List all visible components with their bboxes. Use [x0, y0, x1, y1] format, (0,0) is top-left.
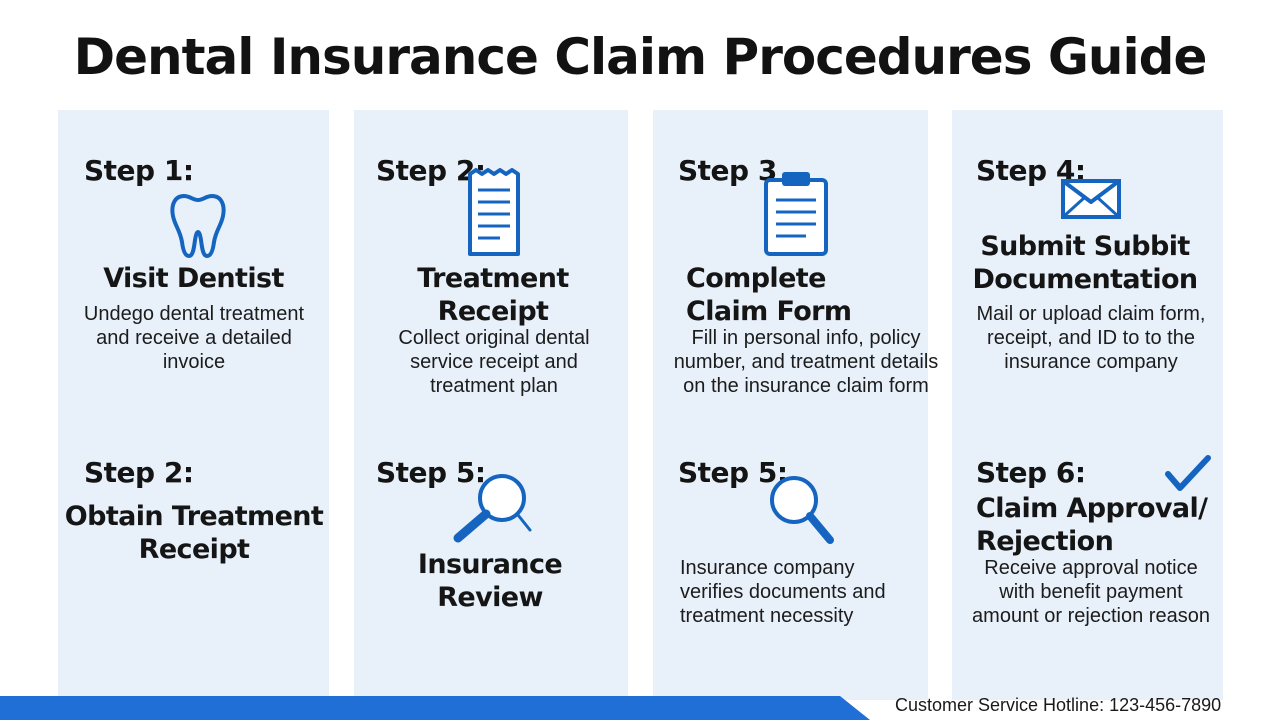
step-description: Insurance company verifies documents and…	[680, 557, 886, 627]
step-description: Receive approval notice with benefit pay…	[972, 557, 1210, 627]
footer-bar	[0, 696, 870, 720]
step-title: Visit Dentist	[103, 263, 284, 294]
magnifier-icon	[766, 472, 836, 548]
step-description: Mail or upload claim form, receipt, and …	[976, 303, 1206, 373]
step-title: Obtain Treatment Receipt	[64, 501, 324, 565]
envelope-icon	[1060, 178, 1122, 220]
step-label: Step 5:	[678, 456, 788, 489]
step-label: Step 6:	[976, 456, 1086, 489]
step-title: Submit Subbit Documentation	[972, 231, 1198, 295]
step-label: Step 2:	[84, 456, 194, 489]
customer-service-hotline: Customer Service Hotline: 123-456-7890	[895, 695, 1222, 715]
step-title: Treatment Receipt	[417, 263, 569, 327]
magnifier-icon	[452, 468, 536, 544]
step-description: Fill in personal info, policy number, an…	[673, 327, 939, 397]
step-label: Step 1:	[84, 154, 194, 187]
receipt-icon	[466, 168, 524, 258]
step-title: Insurance Review	[417, 549, 563, 613]
page-title: Dental Insurance Claim Procedures Guide	[73, 28, 1208, 86]
step-column-1	[58, 110, 329, 700]
step-label: Step 2:	[376, 154, 486, 187]
tooth-icon	[168, 190, 228, 260]
checkmark-icon	[1164, 454, 1212, 494]
step-title: Complete Claim Form	[686, 263, 852, 327]
step-label: Step 3	[678, 154, 777, 187]
step-description: Undego dental treatment and receive a de…	[83, 303, 305, 373]
step-description: Collect original dental service receipt …	[398, 327, 590, 397]
step-title: Claim Approval/ Rejection	[976, 493, 1208, 557]
step-label: Step 5:	[376, 456, 486, 489]
clipboard-icon	[762, 168, 830, 258]
